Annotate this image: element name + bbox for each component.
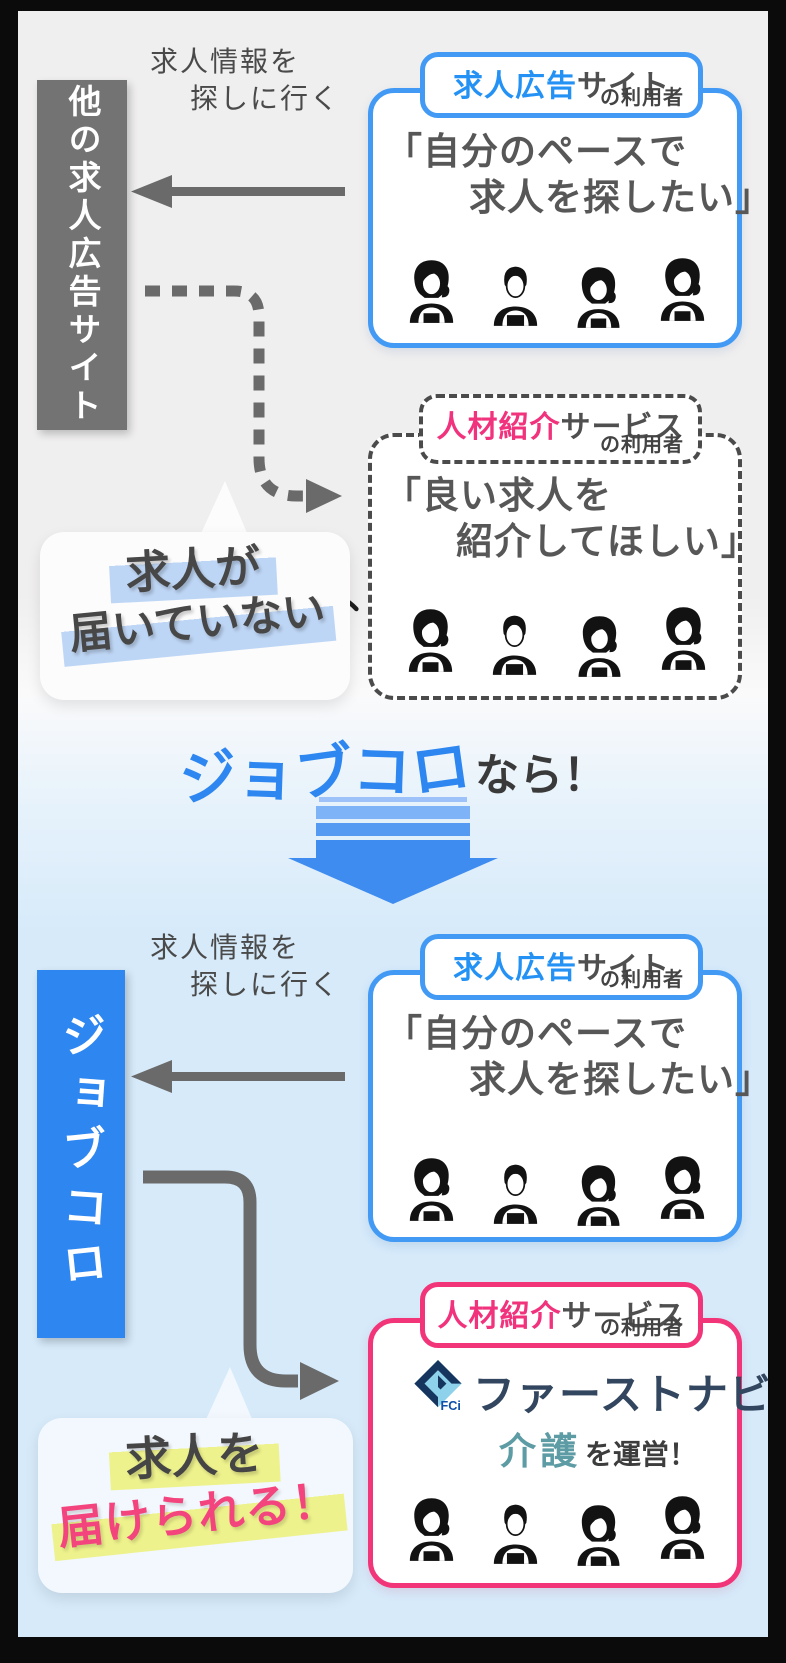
svg-text:FCi: FCi <box>441 1399 461 1413</box>
card-ad-site-users-top: 求人広告サイト の利用者 「自分のペースで 求人を探したい」 <box>368 52 773 348</box>
card-agent-service-users-top: 人材紹介サービス の利用者 「良い求人を 紹介してほしい」 <box>368 394 759 700</box>
person-icon <box>492 1503 538 1565</box>
person-icon <box>660 1156 705 1219</box>
firstnavi-logo-row: FCi ファーストナビ <box>411 1357 772 1422</box>
sidebar-jobcoro: ジョブコロ <box>37 970 125 1338</box>
card-label-ad-site-bottom: 求人広告サイト の利用者 <box>420 934 703 1000</box>
person-icon <box>492 614 538 676</box>
search-note-line2: 探しに行く <box>190 82 341 114</box>
search-note-line1: 求人情報を <box>150 46 301 77</box>
person-icon <box>492 1163 538 1225</box>
service-operated-note: 介護 を運営！ <box>498 1431 697 1472</box>
speech-bubble-text: 求人を 届けられる！ <box>34 1407 357 1562</box>
sidebar-jobcoro-label: ジョブコロ <box>52 1008 110 1300</box>
sidebar-other-job-sites: 他の求人広告サイト <box>37 80 127 430</box>
card-label-agent-service-top: 人材紹介サービス の利用者 <box>419 394 702 464</box>
person-icon <box>577 267 620 328</box>
search-note-line1: 求人情報を <box>150 932 301 963</box>
person-icon <box>660 258 705 321</box>
divider-headline: ジョブコロなら！ <box>0 726 786 814</box>
card-label-ad-site-top: 求人広告サイト の利用者 <box>420 52 703 118</box>
card-label-main: 人材紹介サービス <box>437 1300 686 1333</box>
firstnavi-logo-text: ファーストナビ <box>473 1371 772 1418</box>
person-icon <box>577 1505 620 1566</box>
people-row <box>403 1147 711 1227</box>
search-note-line2: 探しに行く <box>190 968 341 1000</box>
people-row <box>403 249 711 329</box>
user-quote: 「良い求人を 紹介してほしい」 <box>384 475 759 563</box>
card-label-sub: の利用者 <box>600 434 684 456</box>
person-icon <box>409 260 454 323</box>
people-row <box>403 1487 711 1567</box>
person-icon <box>409 1158 454 1221</box>
card-label-sub: の利用者 <box>600 87 684 109</box>
speech-bubble-text: 求人が 届いていない <box>36 521 354 668</box>
search-note-bottom: 求人情報を 探しに行く <box>150 930 340 1004</box>
card-ad-site-users-bottom: 求人広告サイト の利用者 「自分のペースで 求人を探したい」 <box>368 934 773 1242</box>
card-label-main: 求人広告サイト <box>453 952 670 985</box>
speech-bubble-problem: 求人が 届いていない <box>40 532 350 700</box>
user-quote: 「自分のペースで 求人を探したい」 <box>385 1013 773 1101</box>
speech-bubble-solution: 求人を 届けられる！ <box>38 1418 353 1593</box>
person-icon <box>409 1498 454 1561</box>
person-icon <box>577 1165 620 1226</box>
person-icon <box>492 265 538 327</box>
card-label-main: 人材紹介サービス <box>436 411 685 444</box>
brand-name: ジョブコロ <box>175 733 474 814</box>
card-label-sub: の利用者 <box>600 1317 684 1339</box>
card-agent-service-users-bottom: 人材紹介サービス の利用者 FCi ファーストナビ 介護 を運営！ <box>368 1282 771 1588</box>
person-icon <box>660 1496 705 1559</box>
user-quote: 「自分のペースで 求人を探したい」 <box>385 131 773 219</box>
person-icon <box>408 609 453 672</box>
card-label-agent-service-bottom: 人材紹介サービス の利用者 <box>420 1282 703 1348</box>
search-note-top: 求人情報を 探しに行く <box>150 44 340 118</box>
card-label-main: 求人広告サイト <box>453 70 670 103</box>
person-icon <box>661 607 706 670</box>
people-row <box>402 598 712 678</box>
fci-logo-icon: FCi <box>414 1360 462 1413</box>
brand-suffix: なら！ <box>475 751 608 800</box>
card-label-sub: の利用者 <box>600 969 684 991</box>
sidebar-other-job-sites-label: 他の求人広告サイト <box>64 84 101 426</box>
person-icon <box>578 616 621 677</box>
